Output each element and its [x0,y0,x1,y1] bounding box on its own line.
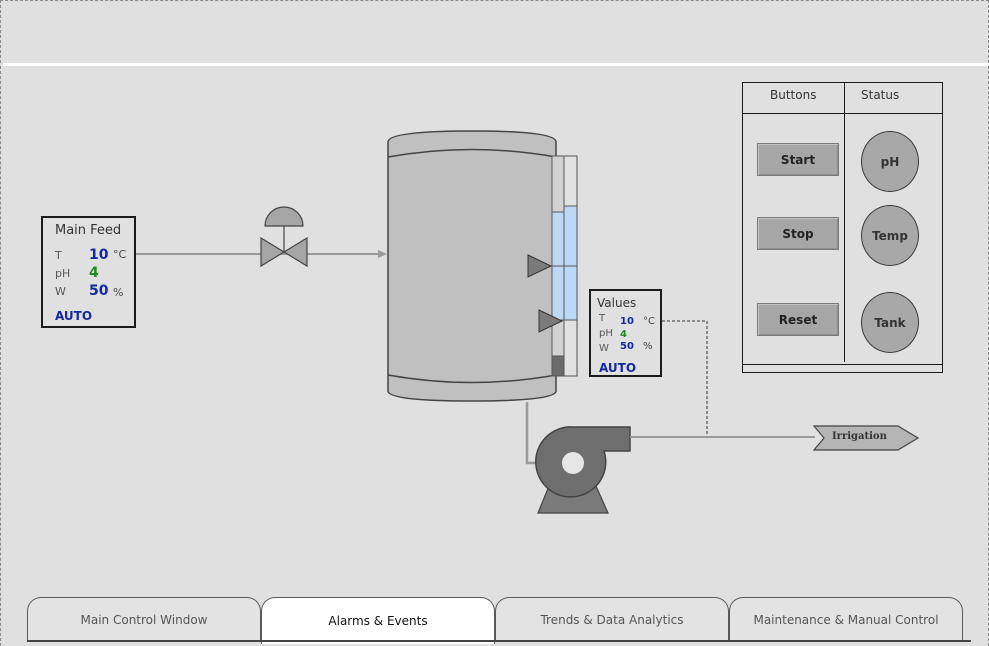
panel-column-divider [844,83,845,362]
status-ph-indicator[interactable]: pH [861,131,919,192]
storage-tank[interactable] [387,130,557,402]
toolbar-separator [3,63,989,66]
main-feed-ph-value: 4 [89,265,99,281]
top-toolbar-area [0,0,989,63]
tab-trends-data-analytics[interactable]: Trends & Data Analytics [495,597,729,642]
tab-main-control-window[interactable]: Main Control Window [27,597,261,642]
main-feed-w-label: W [55,285,66,298]
main-feed-t-unit: °C [113,248,127,261]
tank-values-box[interactable]: Values T 10 °C pH 4 W 50 % AUTO [589,289,662,377]
buttons-header: Buttons [770,88,817,102]
irrigation-label: Irrigation [832,431,887,442]
main-feed-t-value: 10 [89,247,109,263]
panel-header-divider [743,113,942,114]
high-level-marker-icon [527,254,553,278]
main-feed-title: Main Feed [55,223,122,238]
control-valve-icon[interactable] [260,206,308,268]
status-temp-indicator[interactable]: Temp [861,205,919,266]
signal-line [662,320,708,437]
control-panel: Buttons Status Start Stop Reset pH Temp … [742,82,943,373]
values-mode: AUTO [599,361,637,375]
panel-bottom-divider [743,364,942,365]
pump-icon[interactable] [535,426,631,514]
main-feed-w-unit: % [113,286,124,299]
reset-button[interactable]: Reset [757,303,839,336]
main-feed-box[interactable]: Main Feed T 10 °C pH 4 W 50 % AUTO [41,216,136,328]
status-ph-label: pH [880,154,900,169]
values-w-value: 50 [620,341,634,352]
start-button[interactable]: Start [757,143,839,176]
values-w-unit: % [643,341,653,352]
values-title: Values [597,296,637,310]
low-level-marker-icon [538,309,564,333]
values-ph-value: 4 [620,329,627,340]
stop-button[interactable]: Stop [757,217,839,250]
status-temp-label: Temp [872,228,908,243]
values-t-unit: °C [643,316,655,327]
status-header: Status [861,88,900,102]
main-feed-w-value: 50 [89,283,109,299]
values-t-value: 10 [620,316,634,327]
values-ph-label: pH [599,328,613,339]
tank-level-gauge [551,155,578,377]
values-t-label: T [599,313,606,324]
main-feed-mode: AUTO [55,309,93,323]
main-feed-t-label: T [55,249,62,262]
tab-maintenance-manual-control[interactable]: Maintenance & Manual Control [729,597,963,642]
values-w-label: W [599,343,609,354]
tab-alarms-events[interactable]: Alarms & Events [261,597,495,644]
feed-arrow-icon [378,250,387,258]
irrigation-tag [812,425,920,451]
status-tank-indicator[interactable]: Tank [861,292,919,353]
tab-bar-baseline [27,640,971,642]
main-feed-ph-label: pH [55,267,71,280]
tank-level-fill [563,205,578,321]
status-tank-label: Tank [874,315,906,330]
